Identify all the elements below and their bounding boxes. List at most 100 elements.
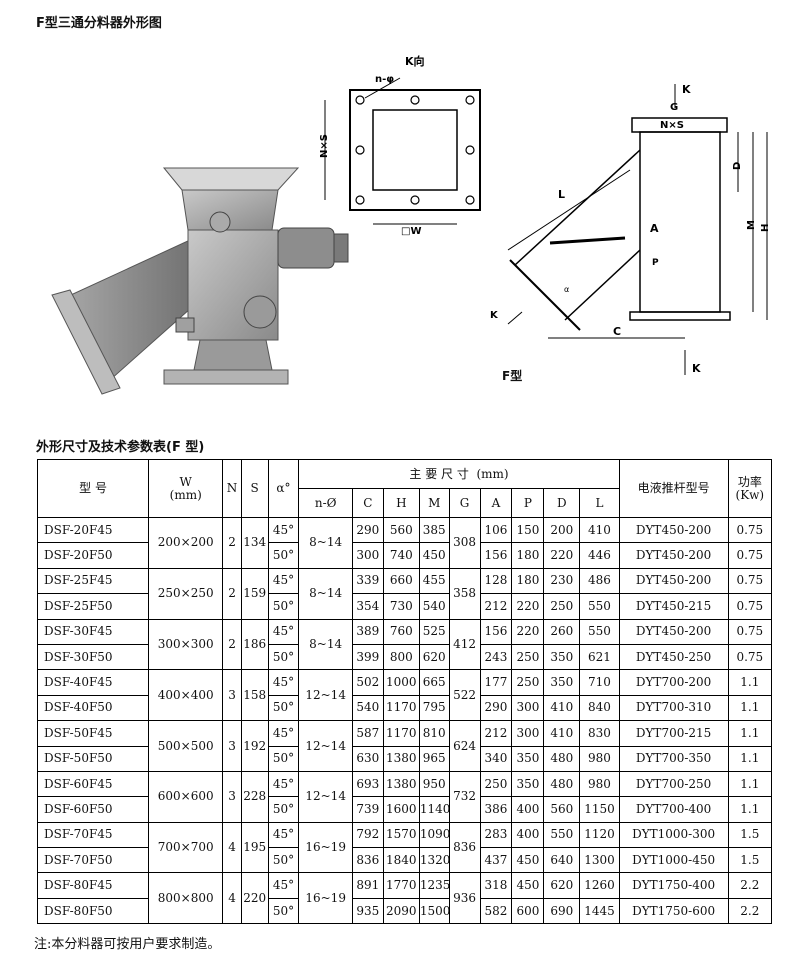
cell-h: 1170 xyxy=(382,720,420,747)
cell-p: 180 xyxy=(511,567,545,595)
cell-h: 1840 xyxy=(382,847,420,874)
cell-n: 3 xyxy=(222,770,242,823)
cell-c: 399 xyxy=(351,643,384,671)
w-box-label: □W xyxy=(401,226,421,237)
cell-g: 522 xyxy=(448,669,481,722)
cell-n-phi: 12~14 xyxy=(298,720,353,772)
cell-m: 455 xyxy=(418,567,450,595)
n-phi-label: n-φ xyxy=(375,74,394,85)
cell-d: 620 xyxy=(543,872,581,899)
cell-model: DSF-60F45 xyxy=(36,770,150,798)
cell-a: 212 xyxy=(479,593,513,620)
cell-power: 1.5 xyxy=(727,821,773,849)
header-model: 型 号 xyxy=(36,459,150,518)
footnote: 注:本分料器可按用户要求制造。 xyxy=(34,937,221,952)
cell-d: 410 xyxy=(543,694,581,722)
cell-model: DSF-25F45 xyxy=(36,567,150,595)
cell-power: 1.1 xyxy=(727,796,773,823)
cell-d: 480 xyxy=(543,745,581,772)
cell-model: DSF-80F50 xyxy=(36,897,150,925)
cell-w: 300×300 xyxy=(148,618,224,671)
cell-alpha: 45° xyxy=(267,618,300,645)
cell-power: 1.1 xyxy=(727,694,773,722)
header-h: H xyxy=(382,488,420,518)
cell-m: 810 xyxy=(418,720,450,747)
cell-l: 1445 xyxy=(579,897,620,925)
cell-model: DSF-25F50 xyxy=(36,593,150,620)
cell-d: 260 xyxy=(543,618,581,645)
cell-actuator: DYT450-200 xyxy=(618,618,729,645)
header-main-dim: 主 要 尺 寸 (mm) xyxy=(298,459,620,489)
cell-actuator: DYT700-350 xyxy=(618,745,729,772)
cell-c: 935 xyxy=(351,897,384,925)
cell-m: 540 xyxy=(418,593,450,620)
cell-alpha: 50° xyxy=(267,542,300,569)
cell-n: 4 xyxy=(222,821,242,874)
cell-h: 660 xyxy=(382,567,420,595)
cell-alpha: 45° xyxy=(267,516,300,544)
header-n: N xyxy=(222,459,242,518)
alpha-label: α xyxy=(564,285,569,294)
cell-m: 1500 xyxy=(418,897,450,925)
n-x-s-label: N×S xyxy=(319,134,330,158)
cell-l: 1150 xyxy=(579,796,620,823)
cell-p: 250 xyxy=(511,669,545,696)
header-w: W(mm) xyxy=(148,459,224,518)
cell-actuator: DYT700-400 xyxy=(618,796,729,823)
cell-p: 450 xyxy=(511,847,545,874)
header-s: S xyxy=(240,459,269,518)
header-a: A xyxy=(479,488,513,518)
cell-alpha: 50° xyxy=(267,694,300,722)
cell-alpha: 45° xyxy=(267,872,300,899)
cell-c: 290 xyxy=(351,516,384,544)
cell-m: 1090 xyxy=(418,821,450,849)
cell-alpha: 50° xyxy=(267,897,300,925)
cell-p: 350 xyxy=(511,745,545,772)
cell-actuator: DYT700-310 xyxy=(618,694,729,722)
cell-l: 980 xyxy=(579,770,620,798)
cell-power: 1.5 xyxy=(727,847,773,874)
cell-c: 540 xyxy=(351,694,384,722)
cell-h: 1380 xyxy=(382,770,420,798)
cell-n: 2 xyxy=(222,517,242,569)
cell-c: 891 xyxy=(351,872,384,899)
cell-n: 2 xyxy=(222,567,242,620)
cell-n: 2 xyxy=(222,618,242,671)
spec-table: 型 号 W(mm) N S α° 主 要 尺 寸 (mm) 电液推杆型号 功率(… xyxy=(36,459,773,925)
cell-power: 1.1 xyxy=(727,720,773,747)
cell-power: 0.75 xyxy=(727,643,773,671)
cell-g: 936 xyxy=(448,872,481,925)
cell-p: 400 xyxy=(511,821,545,849)
cell-alpha: 50° xyxy=(267,643,300,671)
cell-alpha: 45° xyxy=(267,720,300,747)
cell-l: 1300 xyxy=(579,847,620,874)
cell-a: 250 xyxy=(479,770,513,798)
cell-d: 550 xyxy=(543,821,581,849)
cell-c: 836 xyxy=(351,847,384,874)
cell-h: 1770 xyxy=(382,872,420,899)
cell-s: 186 xyxy=(240,618,269,671)
cell-c: 354 xyxy=(351,593,384,620)
cell-power: 1.1 xyxy=(727,745,773,772)
cell-actuator: DYT450-250 xyxy=(618,643,729,671)
cell-s: 220 xyxy=(240,872,269,925)
cell-m: 450 xyxy=(418,542,450,569)
cell-actuator: DYT1750-600 xyxy=(618,897,729,925)
cell-n-phi: 12~14 xyxy=(298,770,353,823)
cell-model: DSF-30F50 xyxy=(36,643,150,671)
header-n-phi: n-Ø xyxy=(298,488,353,518)
cell-power: 0.75 xyxy=(727,516,773,544)
cell-power: 0.75 xyxy=(727,567,773,595)
cell-m: 795 xyxy=(418,694,450,722)
cell-d: 690 xyxy=(543,897,581,925)
d-label: D xyxy=(732,162,743,170)
cell-power: 0.75 xyxy=(727,618,773,645)
header-c: C xyxy=(351,488,384,518)
cell-n: 4 xyxy=(222,872,242,925)
cell-l: 486 xyxy=(579,567,620,595)
cell-h: 1170 xyxy=(382,694,420,722)
